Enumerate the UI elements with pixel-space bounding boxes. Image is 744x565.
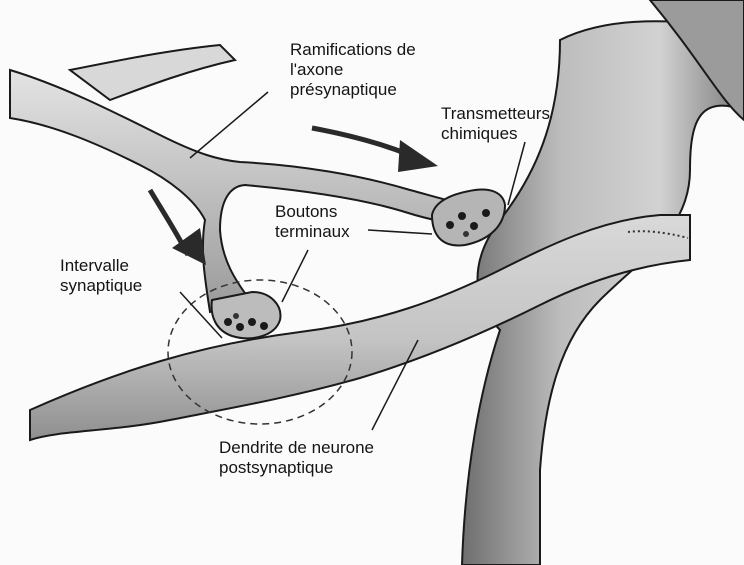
label-line: Boutons [275,202,350,222]
label-line: présynaptique [290,80,416,100]
label-line: terminaux [275,222,350,242]
label-axon-ramifications: Ramifications de l'axone présynaptique [290,40,416,100]
leader-boutons-lower [282,250,308,302]
label-line: l'axone [290,60,416,80]
label-line: chimiques [441,124,550,144]
label-line: Dendrite de neurone [219,438,374,458]
label-line: Transmetteurs [441,104,550,124]
label-line: postsynaptique [219,458,374,478]
label-line: synaptique [60,276,142,296]
label-terminal-buttons: Boutons terminaux [275,202,350,242]
arrow-right-icon [312,128,438,172]
dendrite-main [30,215,690,440]
label-chemical-transmitters: Transmetteurs chimiques [441,104,550,144]
axon-upper-branch [70,45,235,100]
label-synaptic-gap: Intervalle synaptique [60,256,142,296]
label-postsynaptic-dendrite: Dendrite de neurone postsynaptique [219,438,374,478]
terminal-button-lower [212,292,281,338]
leader-ramifications [190,92,268,158]
label-line: Ramifications de [290,40,416,60]
leader-boutons-upper [368,230,432,234]
label-line: Intervalle [60,256,142,276]
